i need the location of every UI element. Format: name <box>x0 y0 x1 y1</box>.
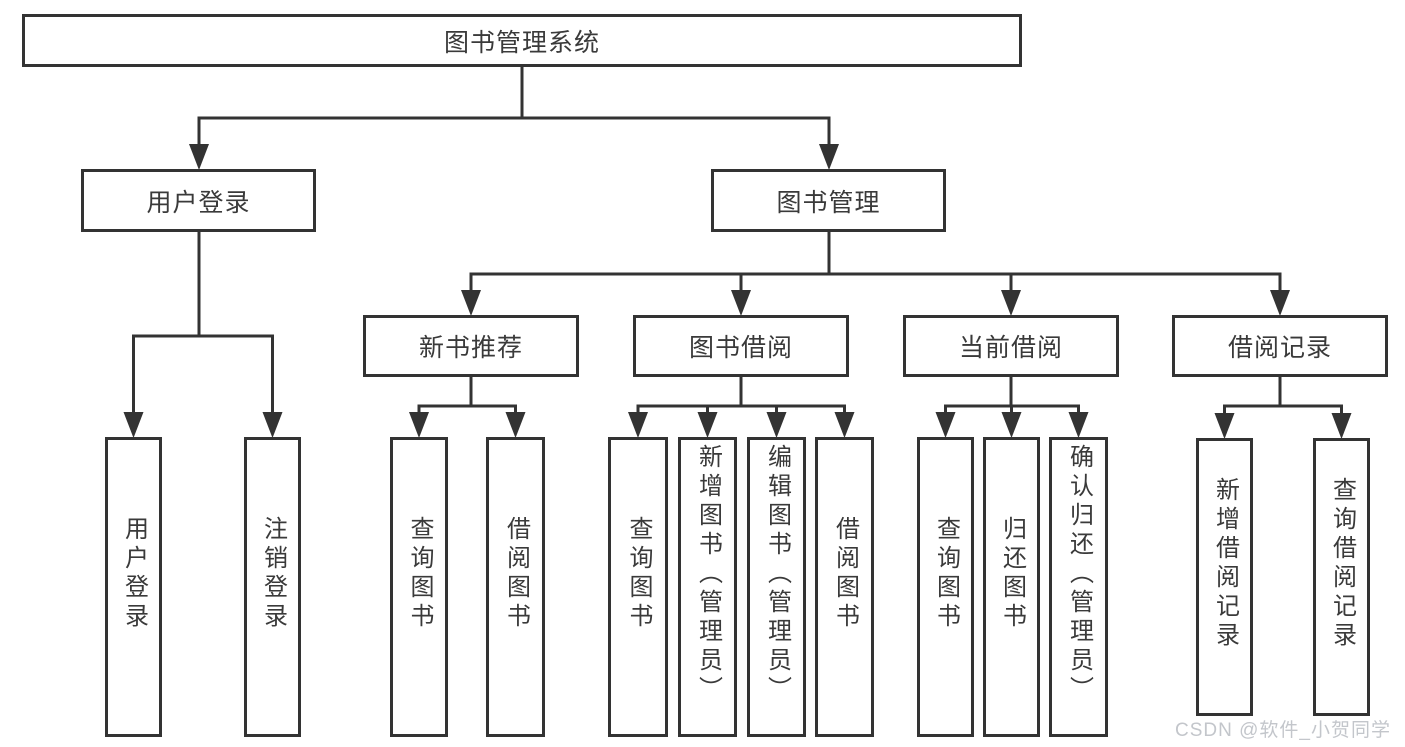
leaf-borrow-query-books: 查询图书 <box>608 437 668 737</box>
leaf-current-return-books-label: 归还图书 <box>998 516 1026 632</box>
leaf-logout-label: 注销登录 <box>259 516 287 632</box>
node-user-login-group-label: 用户登录 <box>146 188 251 217</box>
node-borrow-records-label: 借阅记录 <box>1227 334 1332 362</box>
leaf-current-return-books: 归还图书 <box>983 437 1040 737</box>
node-borrow-records: 借阅记录 <box>1172 315 1388 377</box>
node-book-borrow-label: 图书借阅 <box>688 334 793 362</box>
node-current-borrow-label: 当前借阅 <box>958 334 1063 362</box>
leaf-records-query-record-label: 查询借阅记录 <box>1328 477 1356 651</box>
leaf-records-add-record-label: 新增借阅记录 <box>1211 477 1239 651</box>
leaf-borrow-add-books-admin-label: 新增图书（管理员） <box>694 443 722 705</box>
leaf-user-login: 用户登录 <box>105 437 162 737</box>
leaf-recommend-query-books: 查询图书 <box>390 437 448 737</box>
node-new-book-recommend-label: 新书推荐 <box>418 334 523 362</box>
node-book-borrow: 图书借阅 <box>633 315 849 377</box>
leaf-current-confirm-return-admin-label: 确认归还（管理员） <box>1065 443 1093 705</box>
leaf-current-query-books: 查询图书 <box>917 437 974 737</box>
csdn-watermark: CSDN @软件_小贺同学 <box>1175 720 1391 741</box>
leaf-records-add-record: 新增借阅记录 <box>1196 438 1253 716</box>
leaf-borrow-add-books-admin: 新增图书（管理员） <box>678 437 737 737</box>
leaf-user-login-label: 用户登录 <box>120 516 148 632</box>
leaf-records-query-record: 查询借阅记录 <box>1313 438 1370 716</box>
leaf-current-query-books-label: 查询图书 <box>932 516 960 632</box>
node-current-borrow: 当前借阅 <box>903 315 1119 377</box>
leaf-borrow-borrow-books: 借阅图书 <box>815 437 874 737</box>
node-new-book-recommend: 新书推荐 <box>363 315 579 377</box>
leaf-borrow-query-books-label: 查询图书 <box>625 516 652 632</box>
node-book-management: 图书管理 <box>711 169 946 232</box>
leaf-recommend-borrow-books-label: 借阅图书 <box>502 516 530 632</box>
leaf-borrow-borrow-books-label: 借阅图书 <box>831 516 859 632</box>
node-library-system: 图书管理系统 <box>22 14 1022 67</box>
node-book-management-label: 图书管理 <box>776 188 881 217</box>
leaf-logout: 注销登录 <box>244 437 301 737</box>
leaf-borrow-edit-books-admin-label: 编辑图书（管理员） <box>763 443 791 705</box>
leaf-current-confirm-return-admin: 确认归还（管理员） <box>1049 437 1108 737</box>
leaf-borrow-edit-books-admin: 编辑图书（管理员） <box>747 437 806 737</box>
leaf-recommend-query-books-label: 查询图书 <box>406 516 433 632</box>
node-user-login-group: 用户登录 <box>81 169 316 232</box>
leaf-recommend-borrow-books: 借阅图书 <box>486 437 545 737</box>
node-library-system-label: 图书管理系统 <box>443 28 600 57</box>
